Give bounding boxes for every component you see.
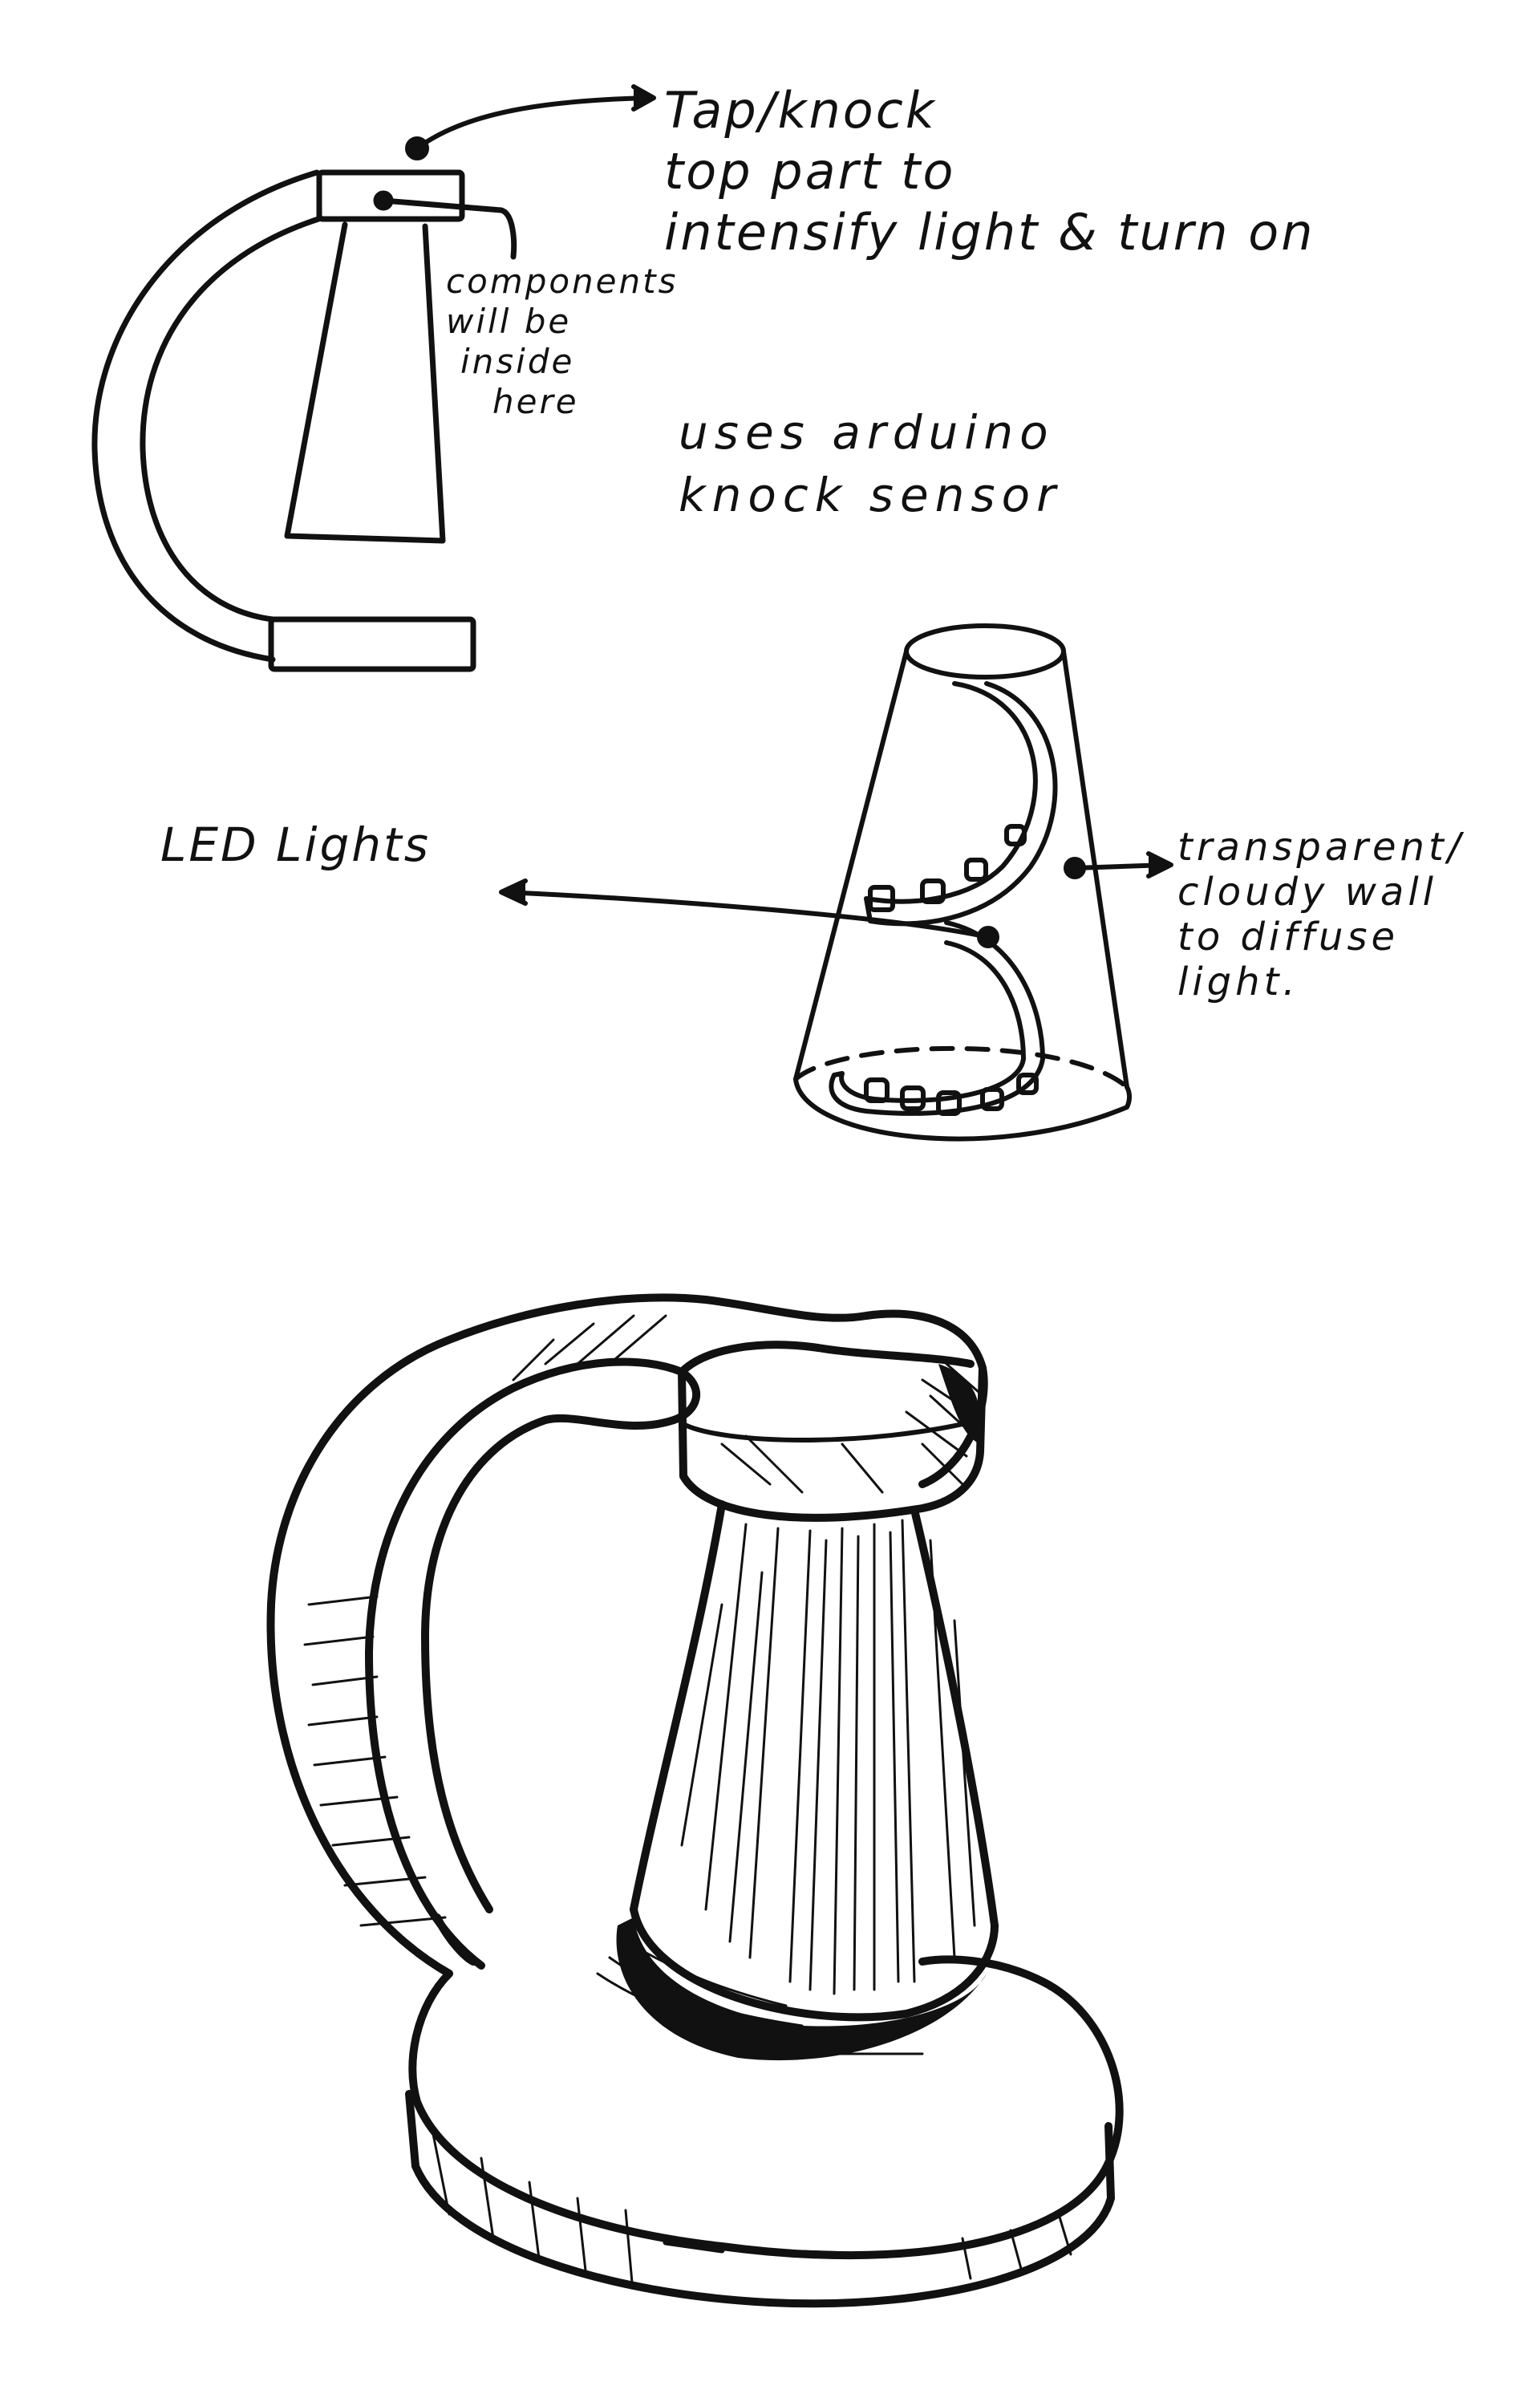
curved-arm-inner	[140, 215, 324, 623]
tap-knock-line-1: Tap/knock	[664, 81, 937, 140]
lamp-cap-front	[678, 1364, 987, 1522]
cone-left-wall	[793, 649, 909, 1081]
components-line-2: will be	[446, 302, 572, 341]
diffuse-wall-line-1: transparent/	[1177, 825, 1465, 870]
diffuse-wall-note: transparent/ cloudy wall to diffuse ligh…	[1177, 825, 1465, 1004]
lamp-shade-bottom	[630, 1905, 999, 2022]
led-cone-sketch	[793, 623, 1132, 1142]
tap-arrow	[405, 84, 656, 160]
base-plate	[268, 616, 476, 672]
curved-arm-outer	[91, 169, 320, 663]
lamp-base-top	[408, 1955, 1124, 2260]
dark-shadow	[616, 1364, 987, 2061]
diffuse-wall-line-2: cloudy wall	[1177, 870, 1437, 915]
wall-arrow	[1064, 851, 1173, 879]
side-view-lamp-sketch	[91, 169, 517, 672]
cone-top	[904, 623, 1066, 680]
lamp-shade-right	[910, 1506, 999, 1929]
rendered-lamp-sketch	[266, 1293, 1124, 2308]
diffuse-wall-line-4: light.	[1177, 960, 1299, 1004]
cone-base-hidden	[793, 1045, 1129, 1089]
tap-knock-note: Tap/knock top part to intensify light & …	[664, 80, 1315, 263]
tapered-shade	[284, 221, 446, 544]
tap-knock-line-3: intensify light & turn on	[664, 203, 1315, 262]
diffuse-wall-line-3: to diffuse	[1177, 915, 1400, 960]
lamp-arm-outer	[266, 1293, 988, 1978]
arduino-line-1: uses arduino	[679, 405, 1055, 460]
components-line-4: here	[492, 382, 579, 421]
led-arrow	[499, 878, 999, 948]
cone-base	[793, 1077, 1132, 1142]
led-lights-text: LED Lights	[160, 818, 432, 872]
arduino-line-2: knock sensor	[679, 468, 1062, 522]
led-strip-upper	[864, 681, 1058, 927]
arduino-note: uses arduino knock sensor	[679, 401, 1062, 526]
lamp-cap-top	[678, 1341, 975, 1376]
top-cap	[316, 169, 465, 222]
tap-knock-line-2: top part to	[664, 142, 956, 201]
led-strip-lower	[829, 920, 1045, 1116]
components-line-1: components	[446, 262, 679, 301]
led-lights-label: LED Lights	[160, 817, 431, 873]
lamp-arm-inner	[365, 1357, 701, 1970]
lamp-base-front	[405, 2090, 1115, 2308]
components-note: components will be inside here	[446, 262, 679, 422]
components-leader	[380, 197, 517, 260]
lamp-shade-left	[630, 1500, 726, 1913]
arm-hole-edge	[433, 1913, 477, 1966]
components-line-3: inside	[460, 342, 575, 381]
